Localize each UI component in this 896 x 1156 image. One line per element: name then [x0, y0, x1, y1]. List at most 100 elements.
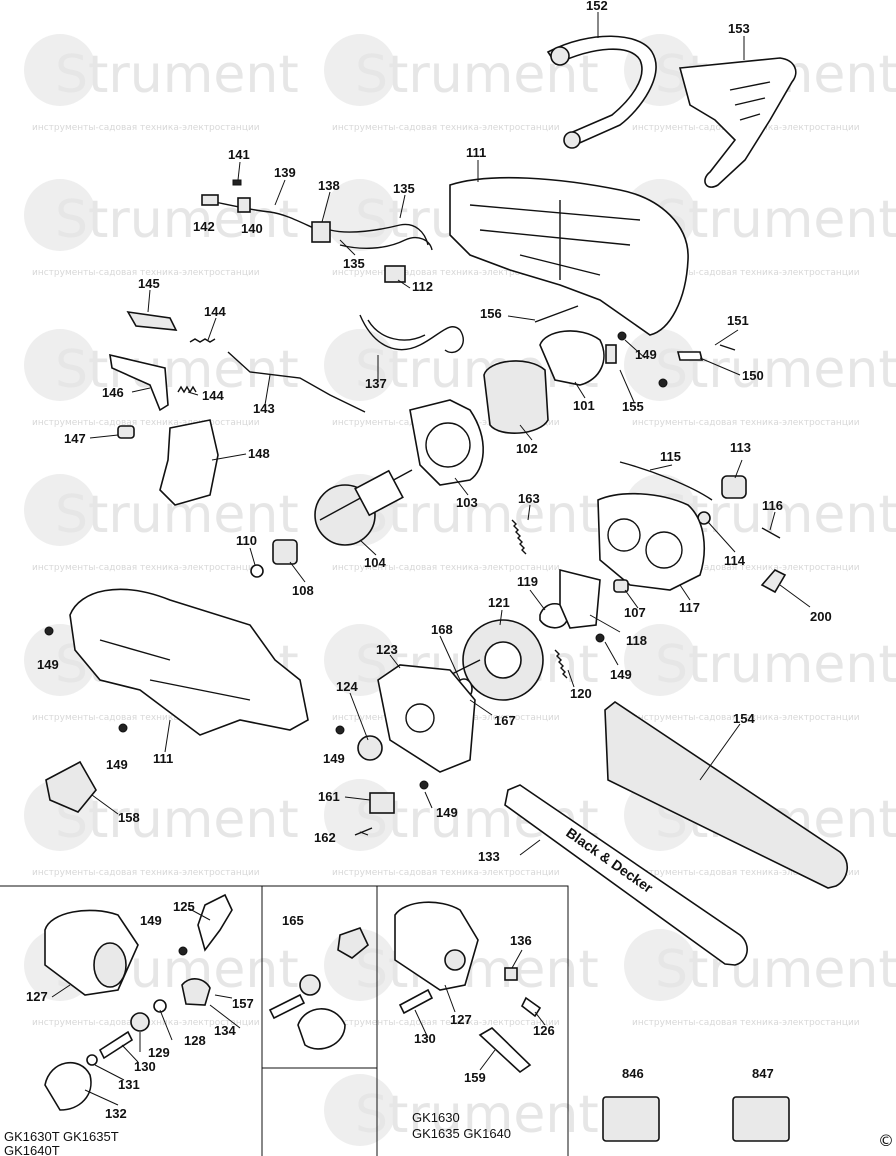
label-plate-part: [369, 792, 395, 814]
screw-part: [354, 827, 373, 836]
svg-text:Strument: Strument: [655, 635, 896, 695]
part-label-133: 133: [478, 849, 500, 864]
part-label-136: 136: [510, 933, 532, 948]
part-label-151: 151: [727, 313, 749, 328]
watermark: Strument инструменты-садовая техника-эле…: [24, 779, 299, 878]
cover-window: [93, 942, 127, 988]
part-label-148: 148: [248, 446, 270, 461]
chain-brake-guard-part: [678, 57, 797, 188]
part-label-145: 145: [138, 276, 160, 291]
part-label-124: 124: [336, 679, 358, 694]
part-label-154: 154: [733, 711, 755, 726]
part-label-117: 117: [679, 600, 700, 615]
washer-part: [86, 1054, 98, 1066]
part-label-121: 121: [488, 595, 510, 610]
bar-cover-part: [604, 701, 848, 889]
part-label-144: 144: [204, 304, 226, 319]
svg-text:Strument: Strument: [55, 340, 299, 400]
watermark: Strument инструменты-садовая техника-эле…: [624, 929, 896, 1028]
model-caption-right-line1: GK1630: [412, 1110, 460, 1125]
part-label-104: 104: [364, 555, 386, 570]
knob-part: [297, 1008, 346, 1050]
cover-plate-part: [45, 760, 97, 813]
svg-text:Strument: Strument: [355, 1085, 599, 1145]
svg-text:инструменты-садовая техника-эл: инструменты-садовая техника-электростанц…: [332, 1018, 560, 1028]
svg-text:Strument: Strument: [655, 940, 896, 1000]
watermark: Strument инструменты-садовая техника-эле…: [624, 624, 896, 723]
part-label-153: 153: [728, 21, 750, 36]
svg-text:Strument: Strument: [655, 190, 896, 250]
svg-text:инструменты-садовая техника-эл: инструменты-садовая техника-электростанц…: [632, 713, 860, 723]
tensioner-part: [181, 978, 211, 1006]
part-label-132: 132: [105, 1106, 127, 1121]
svg-text:инструменты-садовая техника-эл: инструменты-садовая техника-электростанц…: [332, 268, 560, 278]
part-label-152: 152: [586, 0, 608, 13]
pinion-gear-part: [272, 539, 298, 565]
sprocket-cover-hole: [405, 703, 435, 733]
oil-pump-part: [760, 569, 787, 594]
screw-part: [617, 331, 627, 341]
spring-part: [554, 649, 568, 679]
svg-text:Strument: Strument: [655, 340, 896, 400]
part-label-149: 149: [610, 667, 632, 682]
svg-text:инструменты-садовая техника-эл: инструменты-садовая техника-электростанц…: [632, 563, 860, 573]
part-label-150: 150: [742, 368, 764, 383]
part-label-137: 137: [365, 376, 387, 391]
sprocket-cover-part: [377, 664, 476, 773]
screw-part: [595, 633, 605, 643]
watermark: Strument инструменты-садовая техника-эле…: [24, 179, 299, 278]
internal-cable-part: [339, 236, 433, 251]
part-label-111: 111: [153, 751, 173, 766]
trigger-part: [109, 353, 169, 412]
part-label-165: 165: [282, 913, 304, 928]
svg-text:инструменты-садовая техника-эл: инструменты-садовая техника-электростанц…: [332, 123, 560, 133]
part-label-130: 130: [414, 1031, 436, 1046]
part-label-110: 110: [236, 533, 257, 548]
part-label-119: 119: [517, 574, 538, 589]
part-label-129: 129: [148, 1045, 170, 1060]
part-label-159: 159: [464, 1070, 486, 1085]
part-label-112: 112: [412, 279, 433, 294]
watermark: Strument: [324, 1074, 599, 1146]
switch-module-part: [311, 221, 331, 243]
bolt-part: [98, 1030, 134, 1060]
pin-part: [761, 527, 781, 539]
nut-part: [250, 564, 264, 578]
part-label-134: 134: [214, 1023, 236, 1038]
sprocket-part: [130, 1012, 150, 1032]
part-label-113: 113: [730, 440, 751, 455]
sprocket-part: [299, 974, 321, 996]
part-label-127: 127: [26, 989, 48, 1004]
svg-text:Strument: Strument: [55, 190, 299, 250]
bolt-part: [268, 993, 306, 1020]
part-label-108: 108: [292, 583, 314, 598]
adjuster-part: [197, 893, 233, 952]
armature-part: [314, 469, 413, 546]
sprocket-part: [357, 735, 383, 761]
part-label-128: 128: [184, 1033, 206, 1048]
part-label-103: 103: [456, 495, 478, 510]
knob-part: [44, 1061, 92, 1111]
tensioner-part: [337, 927, 369, 959]
part-label-149: 149: [140, 913, 162, 928]
inset-frames: [0, 885, 569, 1156]
power-cable-part: [204, 199, 319, 231]
part-label-149: 149: [323, 751, 345, 766]
part-label-126: 126: [533, 1023, 555, 1038]
washer-part: [153, 999, 167, 1013]
part-label-120: 120: [570, 686, 592, 701]
part-label-131: 131: [118, 1077, 140, 1092]
svg-text:Strument: Strument: [55, 790, 299, 850]
main-gear-part: [439, 619, 544, 701]
model-caption-left-line2: GK1640T: [4, 1143, 60, 1156]
part-label-101: 101: [573, 398, 595, 413]
svg-text:инструменты-садовая техника-эл: инструменты-садовая техника-электростанц…: [32, 868, 260, 878]
svg-text:инструменты-садовая техника-эл: инструменты-садовая техника-электростанц…: [32, 123, 260, 133]
part-label-846: 846: [622, 1066, 644, 1081]
part-label-102: 102: [516, 441, 538, 456]
actuator-rod-part: [227, 351, 366, 413]
oil-tube-part: [619, 461, 713, 501]
kit-847-part: [732, 1096, 790, 1142]
copyright-symbol: ©: [878, 1131, 894, 1150]
parts-drawings: Black & Decker: [44, 35, 848, 1142]
